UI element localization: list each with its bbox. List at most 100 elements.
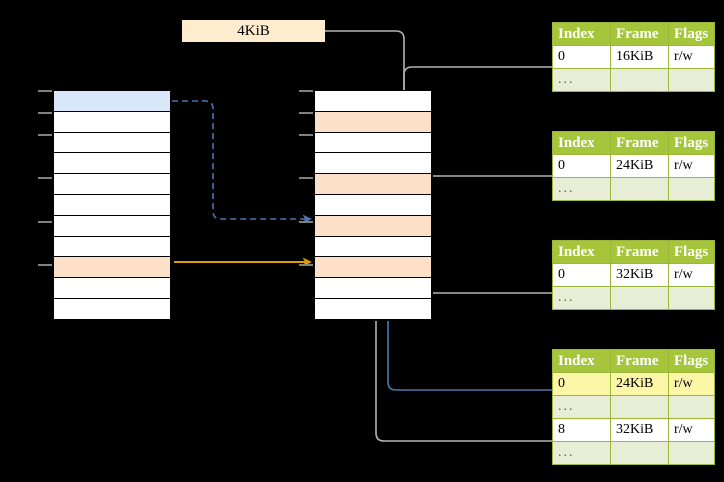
scale-tick bbox=[299, 90, 313, 92]
physical-frame-cell bbox=[314, 131, 432, 154]
column-header-flags: Flags bbox=[668, 131, 715, 155]
virtual-page-cell bbox=[53, 277, 171, 299]
cell-frame bbox=[610, 441, 669, 465]
physical-frame-cell bbox=[314, 110, 432, 133]
cell-frame: 24KiB bbox=[610, 372, 669, 396]
scale-tick bbox=[299, 221, 313, 223]
cell-index: ... bbox=[552, 177, 611, 201]
column-header-index: Index bbox=[552, 131, 611, 155]
virtual-address-space-column bbox=[52, 90, 172, 321]
cell-frame: 32KiB bbox=[610, 418, 669, 442]
wire-vpage-to-frame-dashed bbox=[172, 100, 312, 224]
scale-tick bbox=[38, 221, 52, 223]
cell-flags: r/w bbox=[668, 418, 715, 442]
virtual-page-cell bbox=[53, 214, 171, 237]
cell-frame bbox=[610, 177, 669, 201]
physical-frame-cell bbox=[314, 90, 432, 112]
cell-index: 0 bbox=[552, 372, 611, 396]
column-header-flags: Flags bbox=[668, 22, 715, 46]
cell-flags bbox=[668, 395, 715, 419]
cell-index: ... bbox=[552, 286, 611, 310]
column-header-index: Index bbox=[552, 349, 611, 373]
wire-table2-to-frame bbox=[414, 175, 552, 214]
physical-frame-cell bbox=[314, 193, 432, 216]
virtual-page-cell bbox=[53, 152, 171, 175]
table-row-ellipsis: ... bbox=[552, 68, 715, 92]
physical-frame-cell bbox=[314, 235, 432, 258]
scale-tick bbox=[38, 177, 52, 179]
cell-flags: r/w bbox=[668, 45, 715, 69]
column-header-frame: Frame bbox=[610, 131, 669, 155]
cell-flags: r/w bbox=[668, 263, 715, 287]
virtual-page-cell bbox=[53, 235, 171, 258]
physical-frame-cell bbox=[314, 173, 432, 195]
table-row-ellipsis: ... bbox=[552, 177, 715, 201]
cell-frame bbox=[610, 286, 669, 310]
column-header-flags: Flags bbox=[668, 240, 715, 264]
virtual-page-cell bbox=[53, 90, 171, 112]
cell-index: ... bbox=[552, 441, 611, 465]
cell-flags bbox=[668, 68, 715, 92]
column-header-frame: Frame bbox=[610, 240, 669, 264]
cell-flags bbox=[668, 441, 715, 465]
virtual-page-cell bbox=[53, 110, 171, 133]
column-header-index: Index bbox=[552, 240, 611, 264]
scale-tick bbox=[299, 177, 313, 179]
physical-frame-cell bbox=[314, 256, 432, 279]
column-header-frame: Frame bbox=[610, 349, 669, 373]
column-header-frame: Frame bbox=[610, 22, 669, 46]
virtual-page-cell bbox=[53, 297, 171, 320]
table-row-ellipsis: ... bbox=[552, 286, 715, 310]
cell-flags: r/w bbox=[668, 372, 715, 396]
cell-index: ... bbox=[552, 395, 611, 419]
wire-table3-to-frame bbox=[414, 268, 552, 294]
cell-flags bbox=[668, 177, 715, 201]
table-row-ellipsis: ... bbox=[552, 395, 715, 419]
virtual-page-cell bbox=[53, 193, 171, 216]
column-header-index: Index bbox=[552, 22, 611, 46]
cell-index: 0 bbox=[552, 263, 611, 287]
cell-index: ... bbox=[552, 68, 611, 92]
cell-frame: 16KiB bbox=[610, 45, 669, 69]
cell-flags bbox=[668, 286, 715, 310]
cell-index: 0 bbox=[552, 45, 611, 69]
physical-frame-cell bbox=[314, 277, 432, 299]
virtual-page-cell bbox=[53, 256, 171, 279]
cell-frame bbox=[610, 395, 669, 419]
cell-frame: 32KiB bbox=[610, 263, 669, 287]
physical-frame-cell bbox=[314, 214, 432, 237]
scale-tick bbox=[299, 112, 313, 114]
physical-frame-cell bbox=[314, 297, 432, 320]
cell-frame: 24KiB bbox=[610, 154, 669, 178]
column-header-flags: Flags bbox=[668, 349, 715, 373]
virtual-page-cell bbox=[53, 173, 171, 195]
scale-tick bbox=[299, 134, 313, 136]
cell-index: 0 bbox=[552, 154, 611, 178]
scale-tick bbox=[299, 264, 313, 266]
table-row-ellipsis: ... bbox=[552, 441, 715, 465]
scale-tick bbox=[38, 264, 52, 266]
cell-flags: r/w bbox=[668, 154, 715, 178]
physical-frame-cell bbox=[314, 152, 432, 175]
virtual-page-cell bbox=[53, 131, 171, 154]
physical-address-space-column bbox=[313, 90, 433, 321]
scale-tick bbox=[38, 112, 52, 114]
scale-tick bbox=[38, 90, 52, 92]
cell-index: 8 bbox=[552, 418, 611, 442]
scale-tick bbox=[38, 134, 52, 136]
frame-size-caption: 4KiB bbox=[182, 20, 325, 42]
